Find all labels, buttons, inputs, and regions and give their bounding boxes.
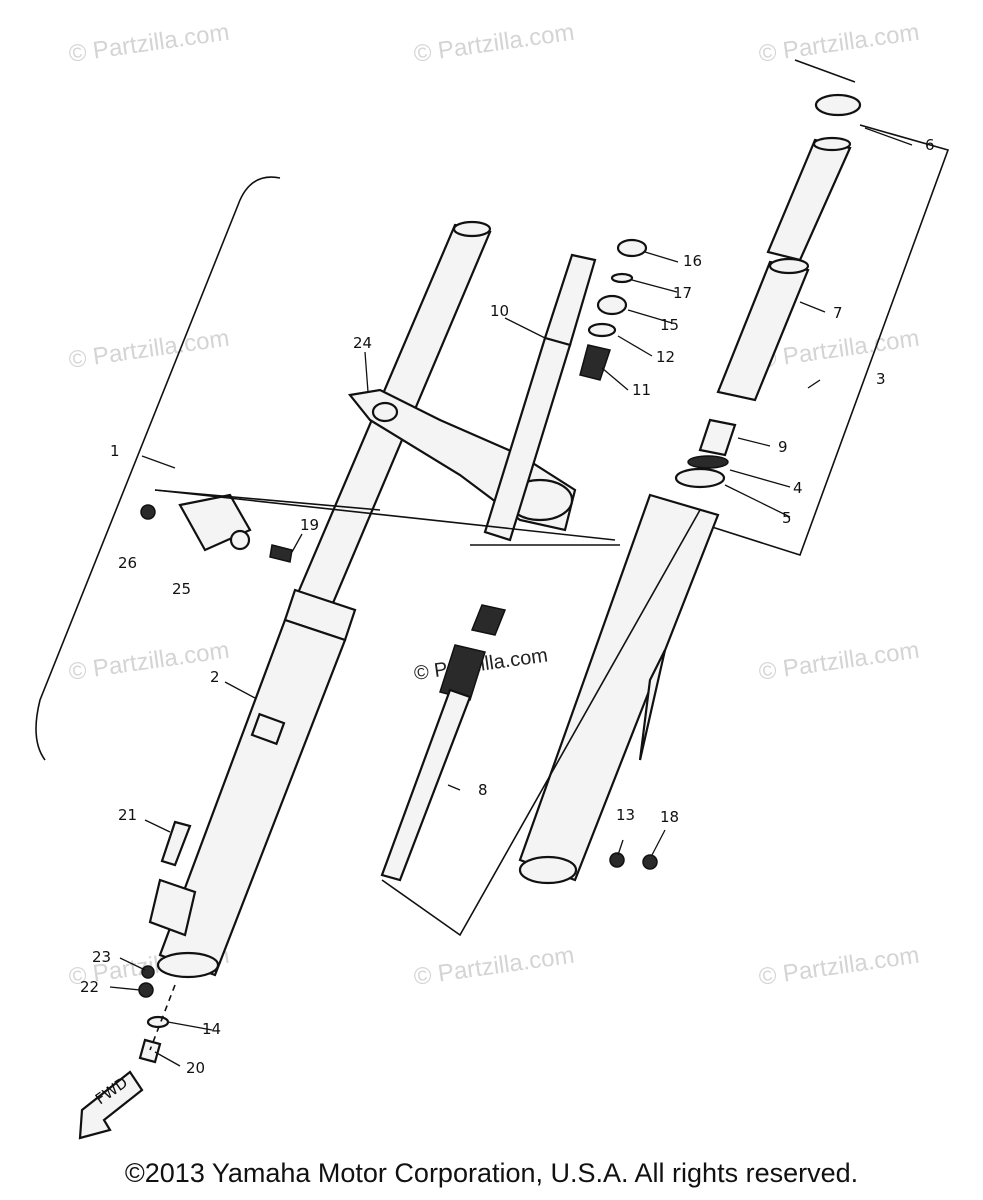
right-fork-parts: [674, 93, 862, 489]
small-hardware: [138, 820, 658, 1064]
watermark: © Partzilla.com: [757, 637, 921, 686]
watermark: © Partzilla.com: [412, 942, 576, 991]
callout-26: 26: [118, 554, 137, 572]
callout-14: 14: [202, 1020, 221, 1038]
callout-18: 18: [660, 808, 679, 826]
alignment-lines: [149, 489, 701, 1051]
right-outer-tube: [518, 493, 720, 885]
callout-25: 25: [172, 580, 191, 598]
callout-22: 22: [80, 978, 99, 996]
callout-5: 5: [782, 509, 792, 527]
axle-holder: [140, 493, 293, 563]
watermark: © Partzilla.com: [67, 637, 231, 686]
callout-13: 13: [616, 806, 635, 824]
callout-8: 8: [478, 781, 488, 799]
forward-arrow-icon: FWD: [78, 1070, 144, 1140]
assembly-bracket-1: [35, 176, 281, 761]
watermark: © Partzilla.com: [757, 942, 921, 991]
callout-6: 6: [925, 136, 935, 154]
callout-16: 16: [683, 252, 702, 270]
callout-10: 10: [490, 302, 509, 320]
callout-17: 17: [673, 284, 692, 302]
callout-4: 4: [793, 479, 803, 497]
steering-stem: [483, 253, 597, 542]
callout-19: 19: [300, 516, 319, 534]
callout-labels: 1 2 3 4 5 6 7 8 9 10 11 12 13 14 15 16 1…: [80, 136, 935, 1077]
watermark: © Partzilla.com: [67, 19, 231, 68]
callout-9: 9: [778, 438, 788, 456]
copyright-notice: ©2013 Yamaha Motor Corporation, U.S.A. A…: [124, 1158, 859, 1188]
callout-21: 21: [118, 806, 137, 824]
callout-3: 3: [876, 370, 886, 388]
callout-2: 2: [210, 668, 220, 686]
damper-parts: [380, 238, 648, 882]
callout-12: 12: [656, 348, 675, 366]
callout-15: 15: [660, 316, 679, 334]
assembly-bracket-3: [689, 59, 950, 556]
leader-lines: [109, 127, 913, 1067]
watermark: © Partzilla.com: [67, 325, 231, 374]
callout-11: 11: [632, 381, 651, 399]
callout-7: 7: [833, 304, 843, 322]
watermark: © Partzilla.com: [412, 19, 576, 68]
callout-1: 1: [110, 442, 120, 460]
watermark: © Partzilla.com: [757, 19, 921, 68]
callout-23: 23: [92, 948, 111, 966]
callout-20: 20: [186, 1059, 205, 1077]
left-outer-tube: [148, 618, 347, 979]
callout-24: 24: [353, 334, 372, 352]
